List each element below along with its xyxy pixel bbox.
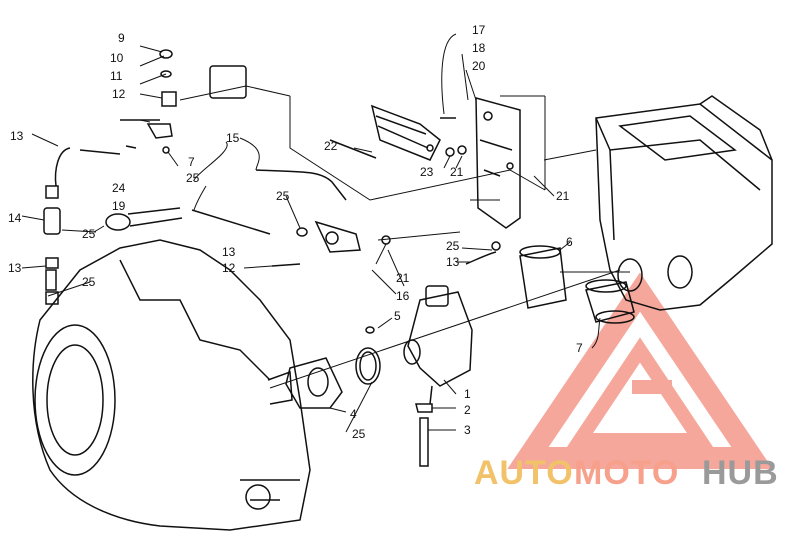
callout-7-bottom: 7 [576,341,583,355]
callout-25-carb: 25 [446,239,460,253]
watermark-moto: MOTO [574,454,679,492]
callout-3: 3 [464,423,471,437]
throttle-housing [370,104,441,161]
callout-19: 19 [112,199,126,213]
callout-22: 22 [324,139,338,153]
callout-2: 2 [464,403,471,417]
callout-9: 9 [118,31,125,45]
callout-12-mid: 12 [222,261,236,275]
callout-5: 25 [352,427,366,441]
callout-13-left: 13 [8,261,22,275]
watermark-hub: HUB [702,454,779,492]
engine [32,239,311,531]
callout-4: 4 [350,407,357,421]
callout-17: 17 [472,23,486,37]
callout-6: 5 [394,309,401,323]
callout-10: 10 [110,51,124,65]
callout-14: 14 [8,211,22,225]
callout-18: 18 [472,41,486,55]
watermark-text: AUTO MOTO HUB [474,454,779,492]
callout-23: 23 [420,165,434,179]
callout-24: 24 [112,181,126,195]
leader-lines [21,33,601,433]
callout-1: 1 [464,387,471,401]
callout-25-left-b: 25 [82,275,96,289]
callout-8: 7 [188,155,195,169]
callout-7-top: 6 [566,235,573,249]
callout-labels: 9 10 11 12 13 7 14 13 25 25 24 19 25 15 … [8,23,583,441]
clamp [355,347,381,385]
callout-12-top: 12 [112,87,126,101]
callout-16: 16 [396,289,410,303]
callout-20: 20 [472,59,486,73]
callout-25-hose: 25 [186,171,200,185]
watermark-logo-icon [507,272,773,469]
callout-25-pump: 25 [276,189,290,203]
intake-boots [519,245,635,324]
airbox [595,95,773,311]
callout-21-right: 21 [556,189,570,203]
callout-21-lower: 21 [396,271,410,285]
callout-13-carb: 13 [446,255,460,269]
centerlines [179,85,630,389]
carburetor [403,285,473,467]
callout-15: 15 [226,131,240,145]
callout-11: 11 [110,69,123,83]
watermark-auto: AUTO [474,454,574,492]
callout-21-upper: 21 [450,165,464,179]
callout-13-mid: 13 [222,245,236,259]
cable-bracket [475,97,521,229]
callout-13-top: 13 [10,129,24,143]
callout-25-left-a: 25 [82,227,96,241]
